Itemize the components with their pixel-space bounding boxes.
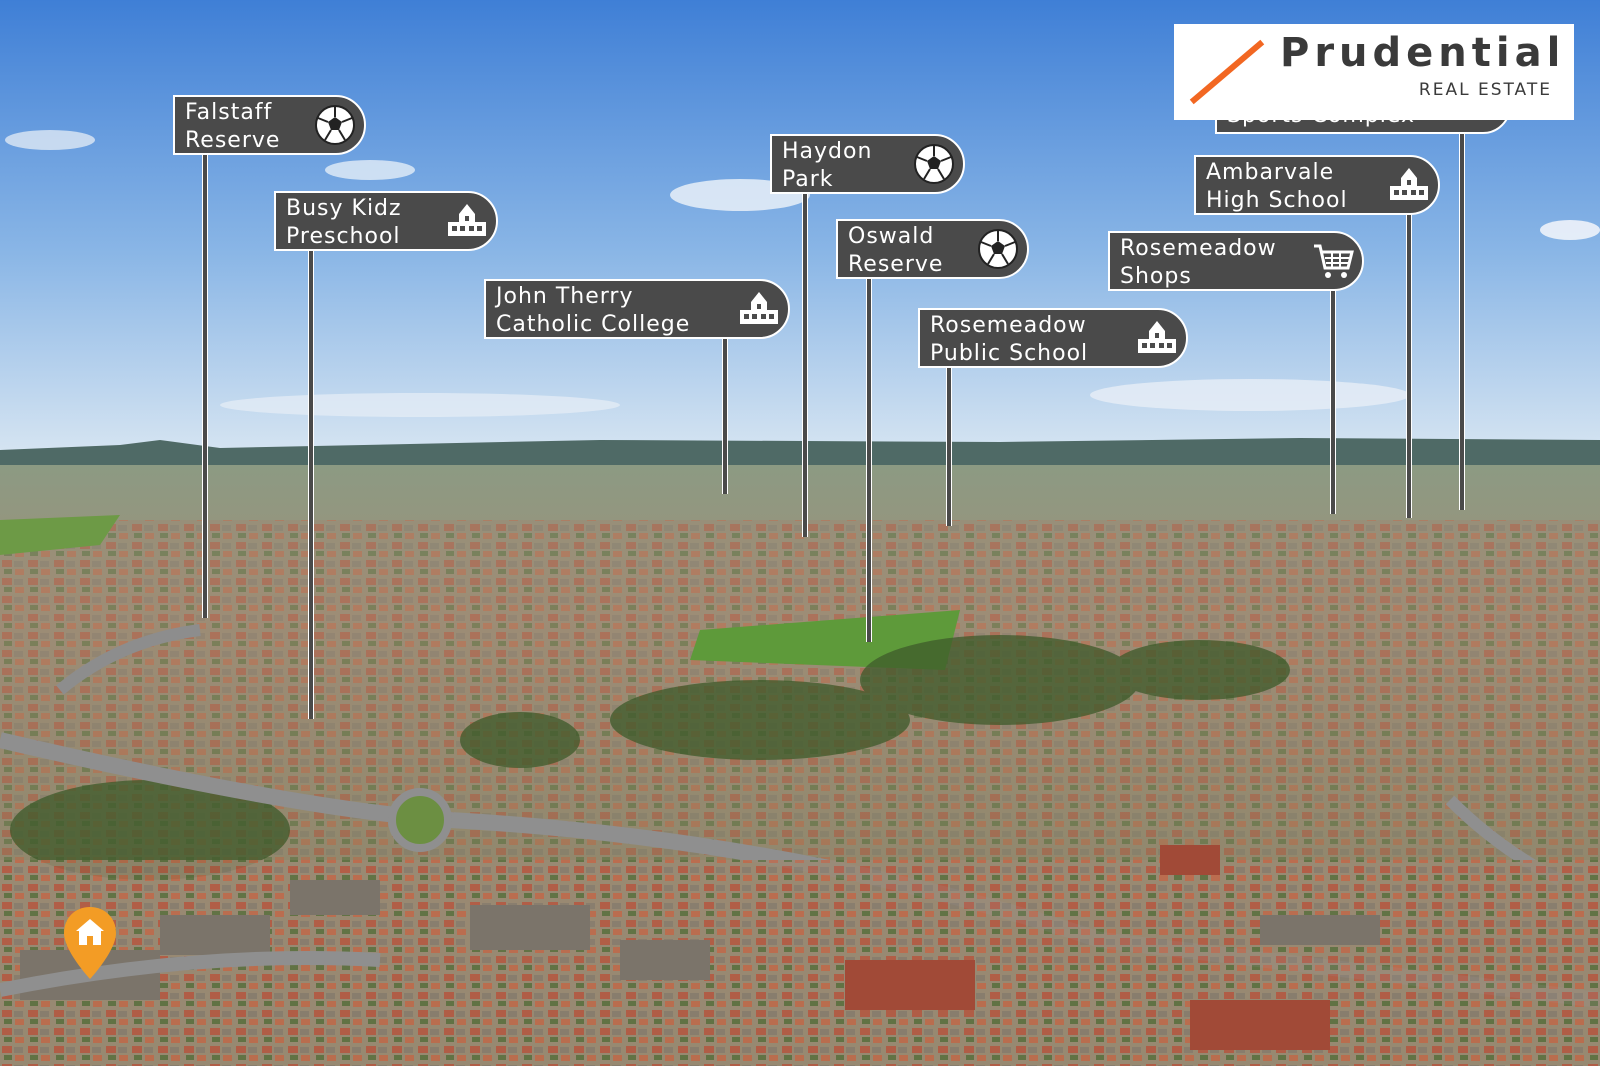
logo-subtitle: REAL ESTATE (1418, 80, 1552, 100)
shopping-cart-icon (1314, 244, 1354, 278)
poi-pointer-line (722, 337, 728, 494)
school-icon (740, 292, 778, 324)
school-icon (1390, 168, 1428, 200)
property-location-pin (64, 907, 116, 979)
poi-pointer-line (1406, 213, 1412, 518)
school-icon (1138, 321, 1176, 353)
home-icon (76, 919, 104, 945)
poi-pointer-line (866, 277, 872, 642)
soccer-ball-icon (978, 229, 1018, 269)
poi-pointer-line (1459, 130, 1465, 510)
soccer-ball-icon (914, 144, 954, 184)
poi-pointer-line (308, 249, 314, 719)
logo-name: Prudential (1280, 30, 1566, 76)
soccer-ball-icon (315, 105, 355, 145)
poi-pointer-line (802, 192, 808, 537)
logo-slash-icon (1189, 39, 1265, 105)
brand-logo: Prudential REAL ESTATE (1174, 24, 1574, 120)
school-icon (448, 204, 486, 236)
poi-pointer-line (1330, 289, 1336, 514)
poi-pointer-line (946, 366, 952, 526)
poi-pointer-line (202, 153, 208, 618)
